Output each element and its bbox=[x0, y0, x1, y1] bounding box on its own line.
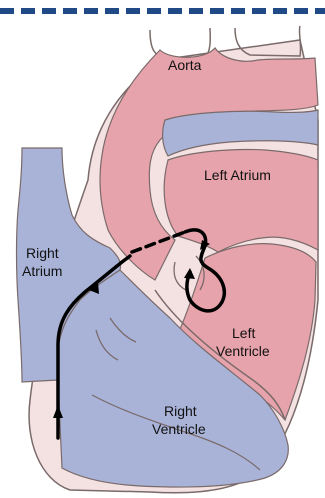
label-aorta: Aorta bbox=[168, 57, 202, 73]
label-right-ventricle-line1: Right bbox=[164, 403, 197, 419]
label-right-atrium-line2: Atrium bbox=[22, 263, 62, 279]
label-right-ventricle-line2: Ventricle bbox=[152, 421, 206, 437]
left-atrium bbox=[164, 149, 318, 252]
label-left-ventricle-line1: Left bbox=[232, 325, 255, 341]
label-left-atrium: Left Atrium bbox=[204, 167, 271, 183]
label-right-atrium-line1: Right bbox=[26, 245, 59, 261]
label-left-ventricle-line2: Ventricle bbox=[216, 343, 270, 359]
